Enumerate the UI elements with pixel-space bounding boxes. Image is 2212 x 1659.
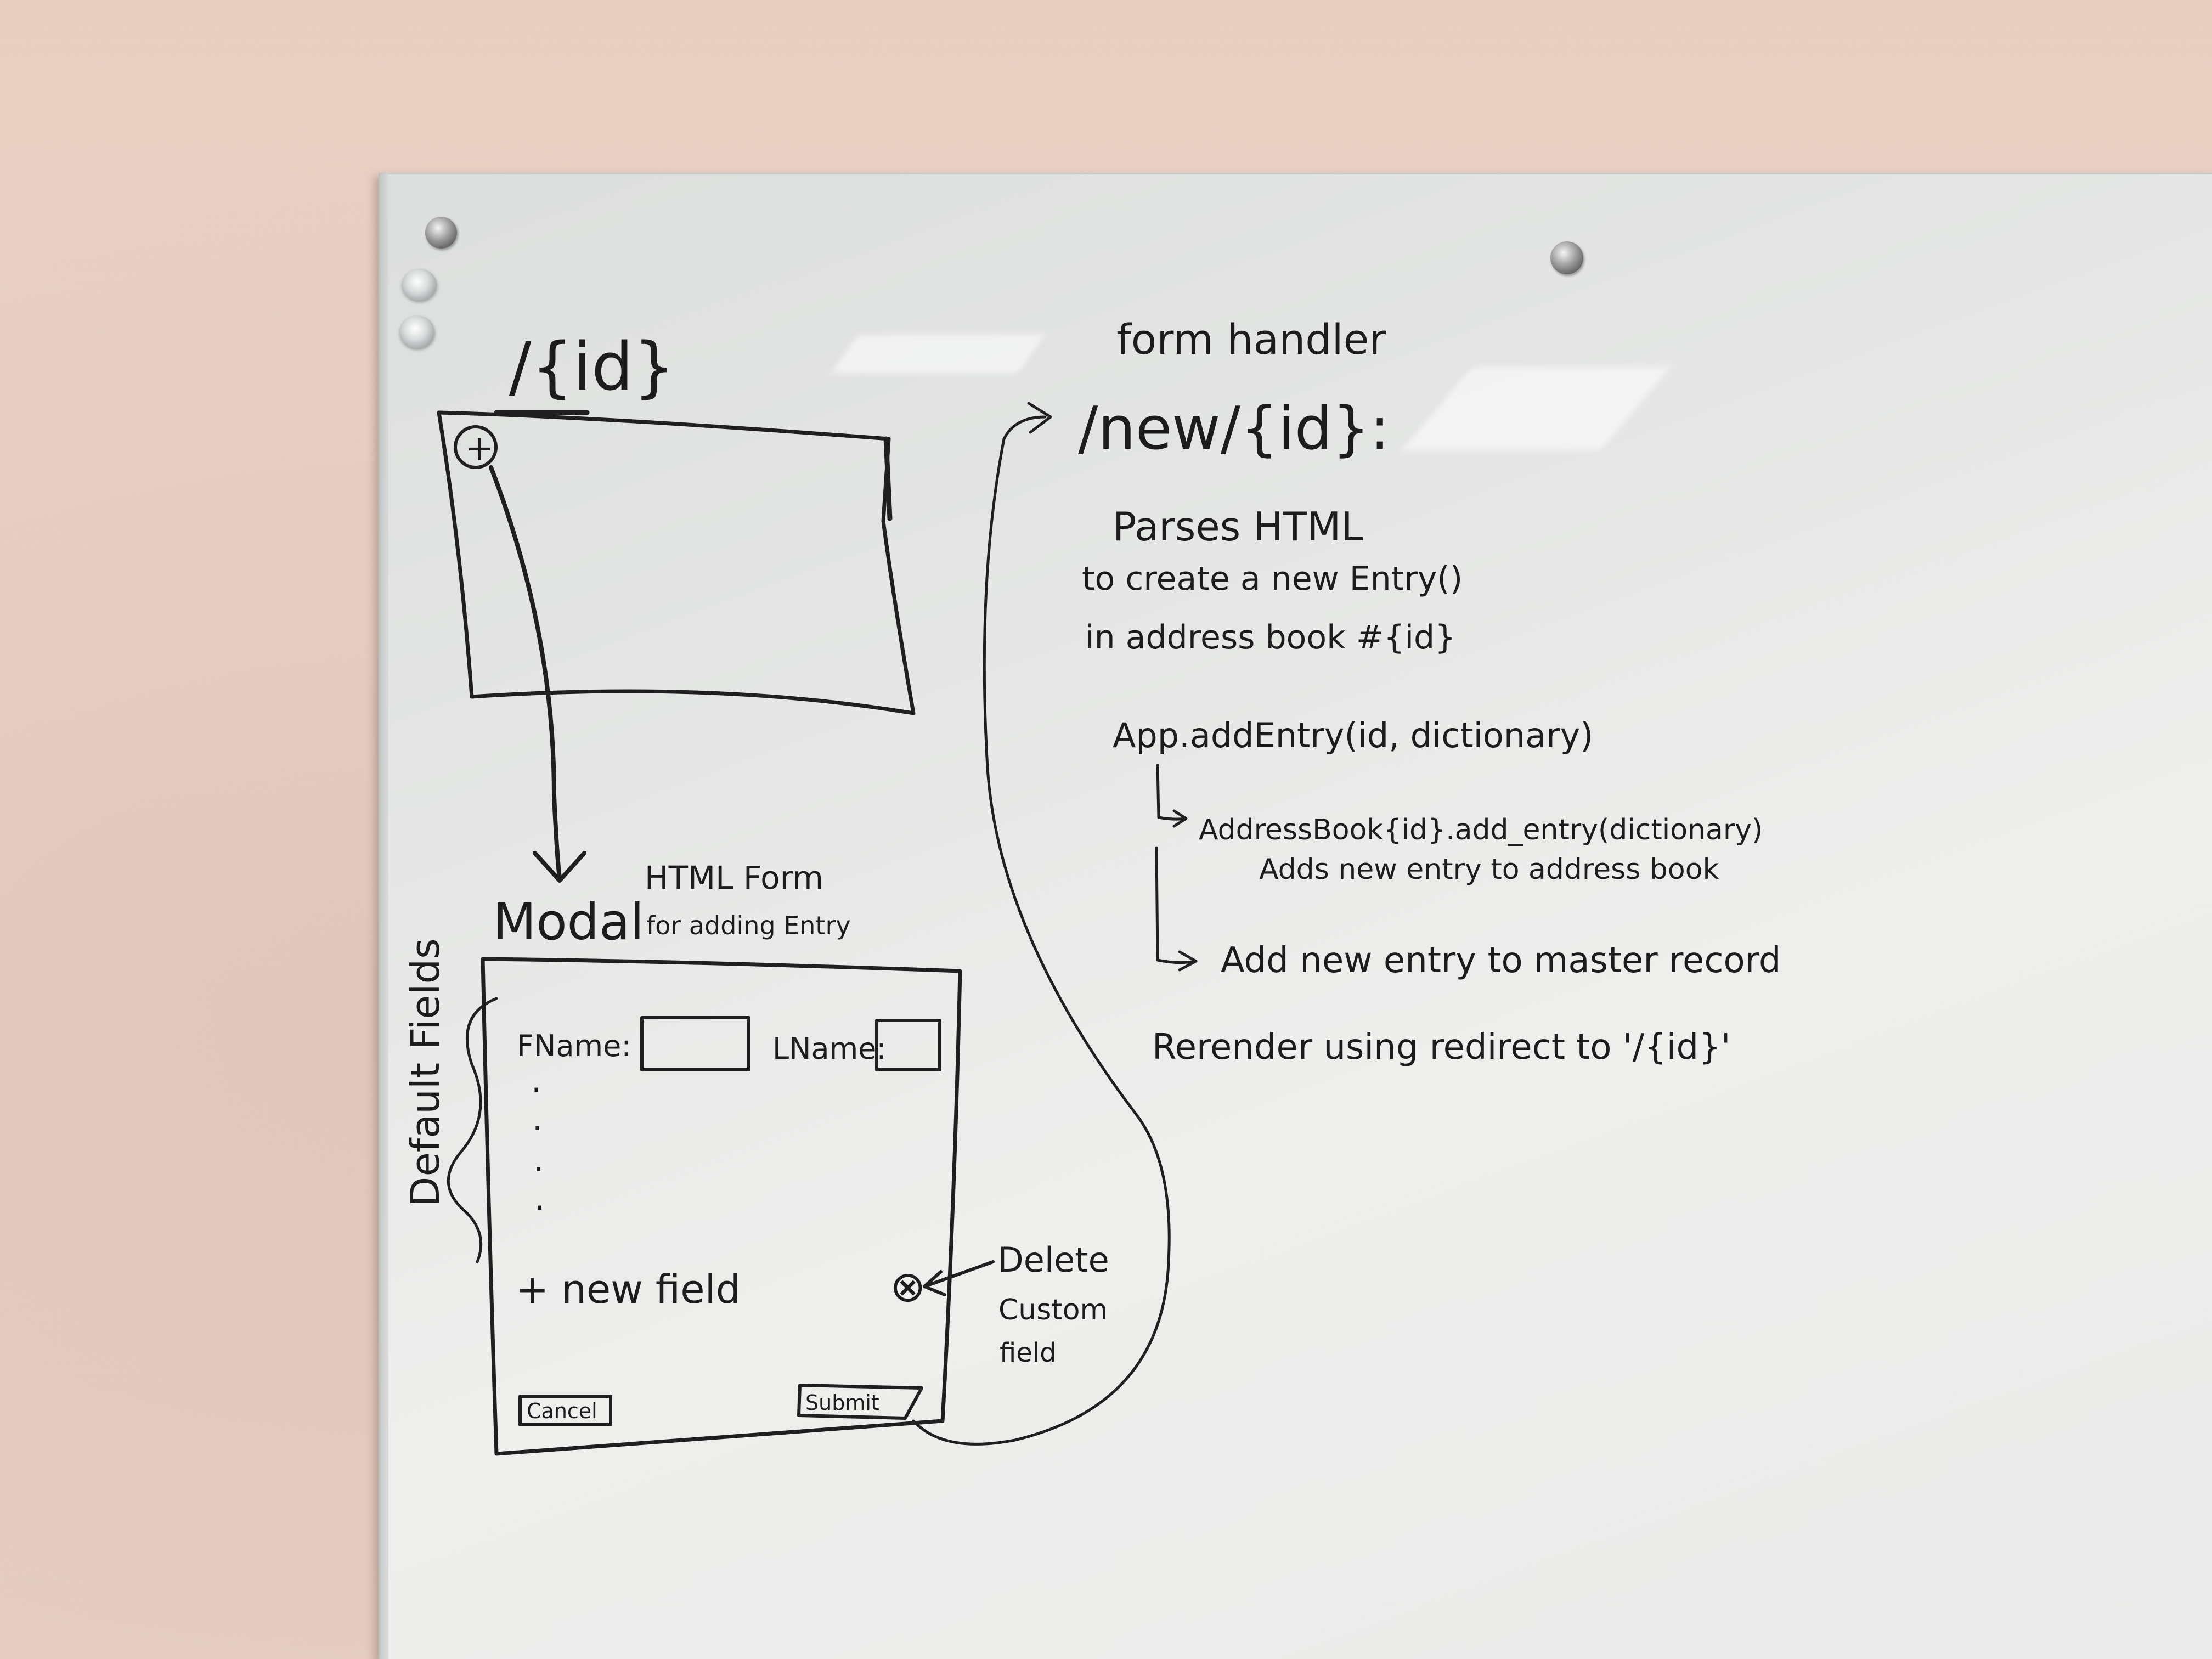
rerender-note: Rerender using redirect to '/{id}' (1152, 1027, 1730, 1068)
list-page-right-mark (883, 436, 893, 521)
new-field-label: + new field (516, 1266, 741, 1312)
handler-route: /new/{id}: (1078, 394, 1390, 463)
call-address-book-add-entry: AddressBook{id}.add_entry(dictionary) (1199, 814, 1763, 847)
delete-note-line1: Delete (997, 1240, 1109, 1280)
call-master-record: Add new entry to master record (1221, 940, 1781, 981)
submit-to-handler-arrow (912, 415, 1171, 1446)
field-dot: . (531, 1062, 541, 1100)
field-dot: . (534, 1180, 545, 1218)
handler-desc-line3: in address book #{id} (1085, 618, 1455, 657)
lname-input-sketch (875, 1019, 941, 1071)
call-app-add-entry: App.addEntry(id, dictionary) (1113, 715, 1593, 755)
mounting-standoff-top-left (425, 217, 457, 249)
modal-caption-line1: HTML Form (645, 859, 823, 896)
handler-title: form handler (1116, 315, 1386, 364)
arrow-to-modal-head (533, 851, 586, 883)
delete-note-line2: Custom (998, 1294, 1108, 1327)
handler-desc-line1: Parses HTML (1113, 504, 1363, 550)
add-entry-plus-circle (454, 425, 498, 469)
glass-whiteboard (379, 173, 2212, 1659)
modal-form-sketch (481, 957, 962, 1456)
delete-note-arrow (923, 1260, 995, 1296)
lname-label: LName: (772, 1031, 887, 1066)
magnet (399, 315, 435, 348)
arrow-to-modal (489, 465, 562, 880)
list-page-sketch (437, 410, 916, 715)
default-fields-brace (447, 997, 498, 1263)
magnet (402, 269, 437, 301)
call-arrow-2 (1155, 846, 1198, 972)
handler-desc-line2: to create a new Entry() (1082, 560, 1463, 598)
submit-label: Submit (805, 1391, 879, 1415)
modal-caption-line2: for adding Entry (646, 911, 851, 940)
delete-field-icon: ⊗ (890, 1262, 926, 1312)
modal-label: Modal (493, 893, 644, 951)
whiteboard-edge (379, 173, 388, 1659)
field-dot: . (533, 1141, 544, 1180)
call-address-book-note: Adds new entry to address book (1259, 853, 1719, 886)
fname-input-sketch (640, 1016, 751, 1071)
call-arrow-1 (1156, 764, 1188, 828)
add-entry-plus-glyph: + (465, 428, 494, 468)
cancel-button-sketch (518, 1395, 612, 1426)
fname-label: FName: (517, 1029, 631, 1063)
mounting-standoff-top-right (1550, 241, 1583, 274)
list-page-route-label: /{id} (509, 329, 675, 405)
cancel-label: Cancel (527, 1399, 597, 1423)
submit-to-handler-arrowhead (1027, 402, 1052, 434)
default-fields-label: Default Fields (402, 938, 448, 1207)
field-dot: . (532, 1100, 543, 1138)
delete-note-line3: field (1000, 1338, 1057, 1368)
submit-button-sketch (797, 1384, 923, 1420)
